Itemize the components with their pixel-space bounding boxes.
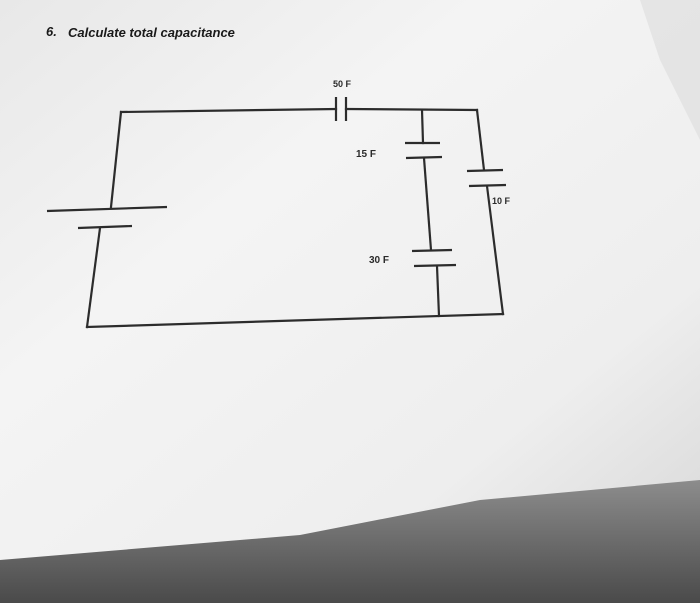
wire-mid-branch-top [420, 108, 425, 145]
cap-15-plate-bottom [405, 155, 443, 160]
wire-top-left [119, 107, 338, 114]
cap-30-plate-top [411, 248, 453, 253]
paper-fold-shade [640, 0, 700, 140]
cap-10-label: 10 F [492, 196, 511, 206]
battery-short-plate [77, 224, 133, 230]
wire-top-right [344, 107, 479, 112]
wire-left-lower [85, 226, 102, 329]
cap-50-label: 50 F [333, 79, 352, 89]
question-text: Calculate total capacitance [68, 25, 235, 40]
wire-left-upper [109, 110, 123, 209]
question-number: 6. [46, 24, 57, 39]
wire-right-branch-bottom [485, 184, 505, 316]
wire-mid-branch-bottom [435, 264, 441, 318]
wire-mid-branch-between [422, 156, 433, 252]
paper-sheet [0, 0, 700, 560]
battery-long-plate [46, 205, 168, 213]
cap-10-plate-bottom [468, 183, 507, 188]
wire-bottom [85, 312, 505, 329]
cap-15-label: 15 F [356, 149, 376, 160]
circuit-diagram: 50 F 15 F 30 F 10 F [46, 79, 511, 329]
cap-30-plate-bottom [413, 263, 457, 268]
wire-right-branch-top [475, 108, 486, 172]
cap-10-plate-top [466, 168, 504, 173]
cap-30-label: 30 F [369, 255, 389, 266]
